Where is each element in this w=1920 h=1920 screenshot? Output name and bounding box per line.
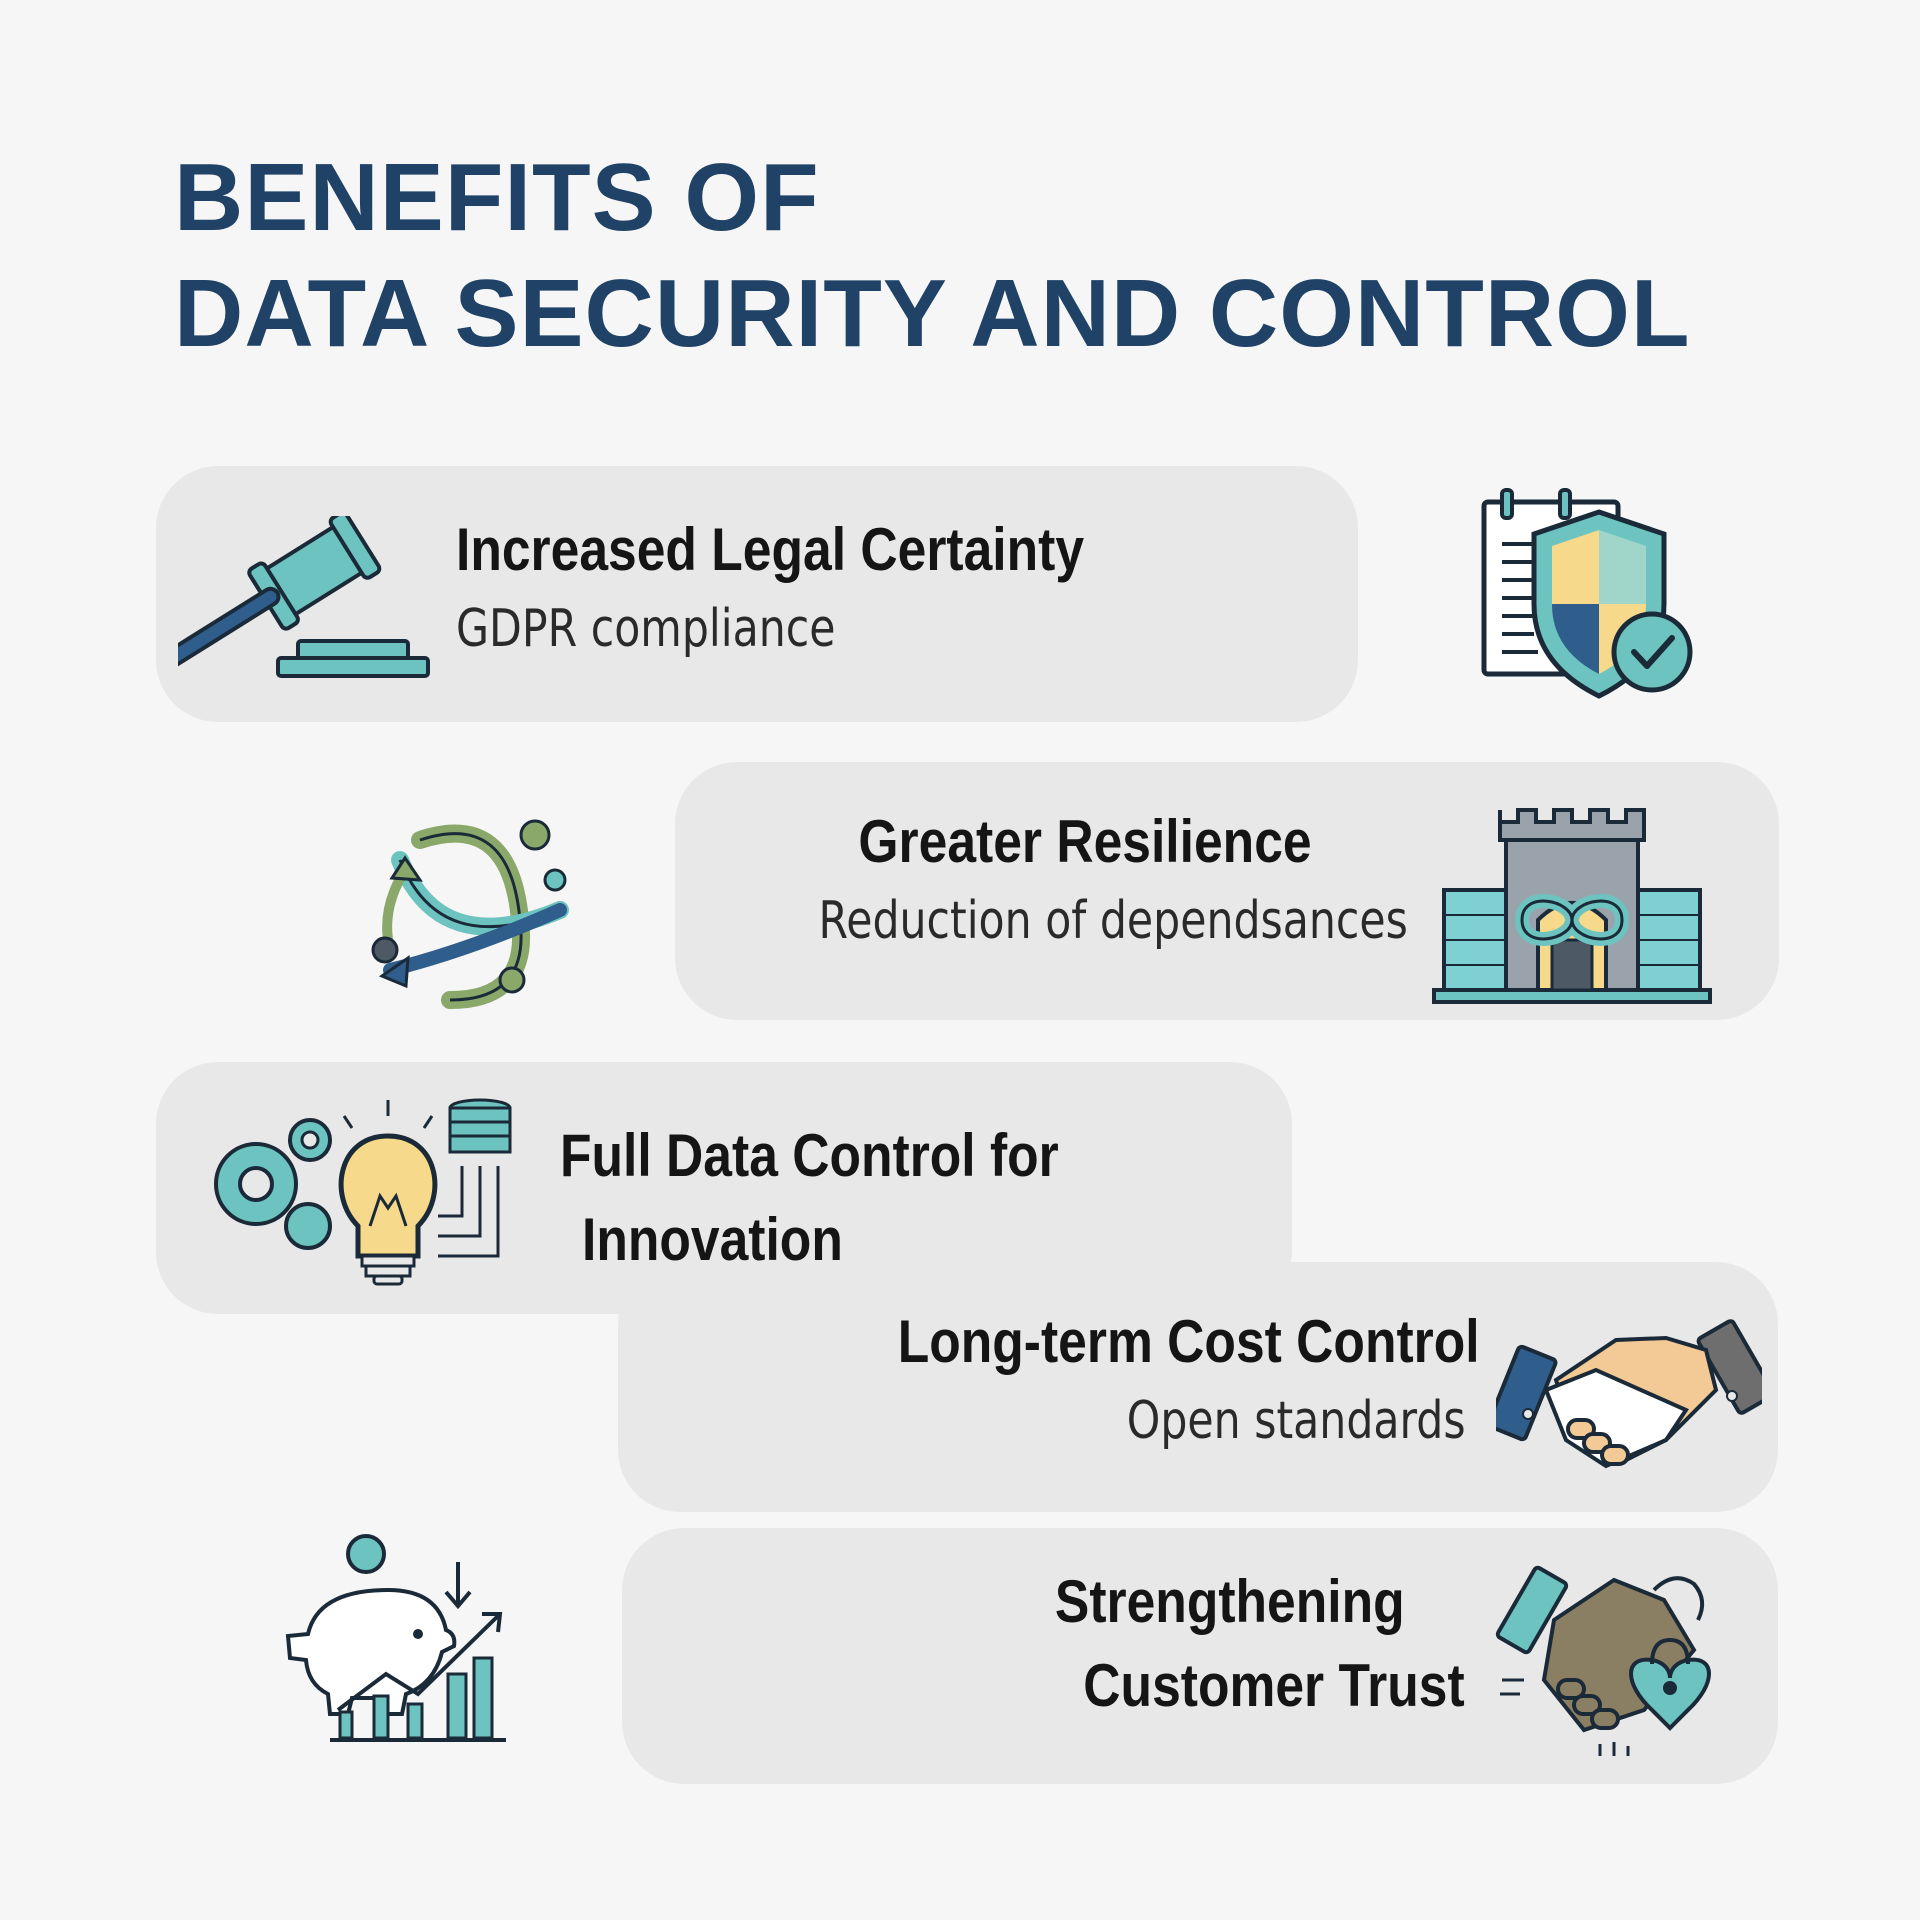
- benefit-text-legal-certainty: Increased Legal Certainty GDPR complianc…: [456, 508, 1186, 666]
- benefit-heading: Long-term Cost Control: [898, 1308, 1480, 1375]
- benefit-text-customer-trust: Strengthening Customer Trust: [998, 1560, 1465, 1728]
- benefit-text-resilience: Greater Resilience Reduction of dependsa…: [760, 800, 1410, 958]
- benefit-heading: Increased Legal Certainty: [456, 516, 1085, 583]
- handshake-icon: [1496, 1310, 1762, 1470]
- title-line-2: DATA SECURITY AND CONTROL: [174, 260, 1691, 367]
- handshake-lock-icon: [1494, 1560, 1734, 1760]
- gavel-icon: [178, 516, 438, 686]
- page-title: BENEFITS OF DATA SECURITY AND CONTROL: [174, 140, 1691, 372]
- shield-document-icon: [1474, 484, 1700, 706]
- benefit-subtitle: Open standards: [1127, 1391, 1466, 1451]
- benefit-heading-line-1: Strengthening: [1055, 1568, 1405, 1635]
- benefit-heading: Greater Resilience: [858, 808, 1312, 875]
- benefit-heading-line-2: Innovation: [582, 1206, 843, 1273]
- benefit-heading-line-1: Full Data Control for: [560, 1122, 1059, 1189]
- benefit-text-cost-control: Long-term Cost Control Open standards: [803, 1300, 1480, 1458]
- benefit-subtitle: Reduction of dependsances: [818, 891, 1408, 951]
- lightbulb-gears-icon: [198, 1096, 516, 1292]
- title-line-1: BENEFITS OF: [174, 144, 820, 251]
- benefit-card-legal-certainty: [156, 466, 1358, 722]
- benefit-heading-line-2: Customer Trust: [1083, 1652, 1465, 1719]
- piggy-bank-chart-icon: [278, 1534, 510, 1746]
- benefit-text-data-control: Full Data Control for Innovation: [560, 1114, 1140, 1282]
- benefit-subtitle: GDPR compliance: [456, 599, 836, 659]
- castle-icon: [1430, 800, 1714, 1006]
- network-arrows-icon: [360, 800, 580, 1020]
